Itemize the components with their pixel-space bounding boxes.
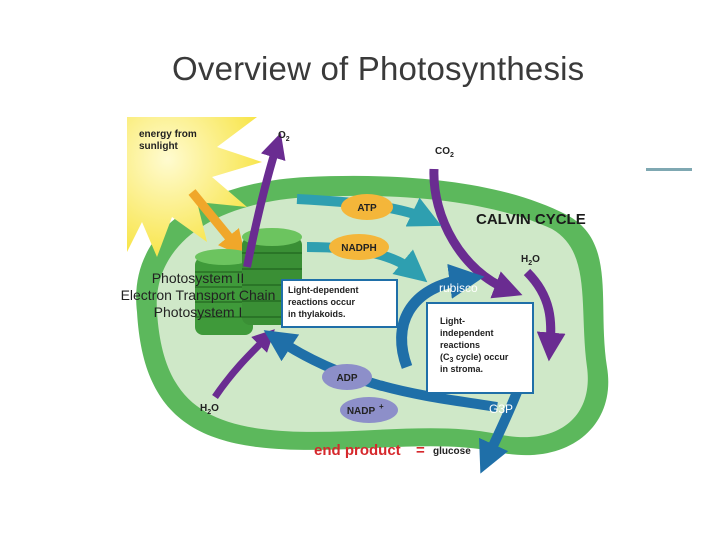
adp-return-arrow — [263, 330, 498, 412]
photosystem-i-label: Photosystem I — [153, 304, 243, 320]
sun — [127, 117, 262, 257]
light-dep-line1: Light-dependent — [288, 285, 359, 295]
co2-sub: 2 — [450, 152, 454, 159]
h2o-left-o: O — [211, 403, 219, 414]
light-dependent-box: Light-dependent reactions occur in thyla… — [281, 279, 398, 328]
energy-label-line1: energy from — [139, 129, 197, 140]
photosystem-ii-label: Photosystem II — [151, 270, 245, 286]
o2-text: O — [278, 130, 286, 141]
light-dep-line2: reactions occur — [288, 297, 356, 307]
etc-label: Electron Transport Chain — [120, 287, 276, 303]
h2o-in-arrow — [212, 329, 275, 399]
g3p-arrow — [479, 390, 522, 474]
nadph-label: NADPH — [341, 243, 377, 254]
calvin-cycle-label: CALVIN CYCLE — [476, 211, 586, 228]
nadph-pill: NADPH — [329, 234, 389, 260]
adp-pill: ADP — [322, 364, 372, 390]
h2o-left-h: H — [200, 403, 207, 414]
h2o-right-sub: 2 — [528, 260, 532, 267]
equals-sign: = — [416, 442, 425, 459]
slide-title: Overview of Photosynthesis — [172, 50, 585, 87]
nadp-sup: + — [379, 402, 384, 411]
light-ind-c: (C — [440, 352, 450, 362]
h2o-right-arrow — [523, 268, 566, 362]
atp-label: ATP — [357, 203, 377, 214]
atp-pill: ATP — [341, 194, 393, 220]
h2o-right-label: H2O — [521, 254, 540, 267]
light-ind-line3: reactions — [440, 340, 480, 350]
light-ind-line5: in stroma. — [440, 364, 483, 374]
end-product-label: end product — [314, 442, 401, 459]
accent-line — [646, 168, 692, 171]
light-ind-c-end: cycle) occur — [453, 352, 509, 362]
g3p-label: G3P — [489, 402, 514, 416]
adp-label: ADP — [336, 373, 357, 384]
co2-text: CO — [435, 146, 450, 157]
h2o-right-o: O — [532, 254, 540, 265]
photosynthesis-diagram: ATP NADPH ADP NADP + Light-dependent rea… — [97, 107, 646, 493]
nadp-pill: NADP + — [340, 397, 398, 423]
light-ind-line1: Light- — [440, 316, 465, 326]
h2o-left-sub: 2 — [207, 409, 211, 416]
h2o-right-h: H — [521, 254, 528, 265]
light-ind-line2: independent — [440, 328, 494, 338]
rubisco-label: rubisco — [439, 281, 478, 295]
co2-in-arrow — [429, 168, 523, 299]
light-dep-line3: in thylakoids. — [288, 309, 346, 319]
co2-label: CO2 — [435, 146, 454, 159]
light-ind-line4: (C3 cycle) occur — [440, 352, 509, 364]
glucose-label: glucose — [433, 446, 471, 457]
o2-sub: 2 — [286, 136, 290, 143]
light-independent-box: Light- independent reactions (C3 cycle) … — [426, 302, 534, 394]
thylakoid-stack-left — [195, 249, 253, 335]
o2-label: O2 — [278, 130, 290, 143]
o2-arrow — [243, 132, 286, 268]
calvin-cycle-arrow — [396, 263, 485, 369]
nadp-label: NADP — [347, 406, 376, 417]
light-ind-c-sub: 3 — [450, 357, 454, 364]
sunlight-arrow — [188, 189, 246, 258]
energy-label-line2: sunlight — [139, 141, 179, 152]
h2o-left-label: H2O — [200, 403, 219, 416]
